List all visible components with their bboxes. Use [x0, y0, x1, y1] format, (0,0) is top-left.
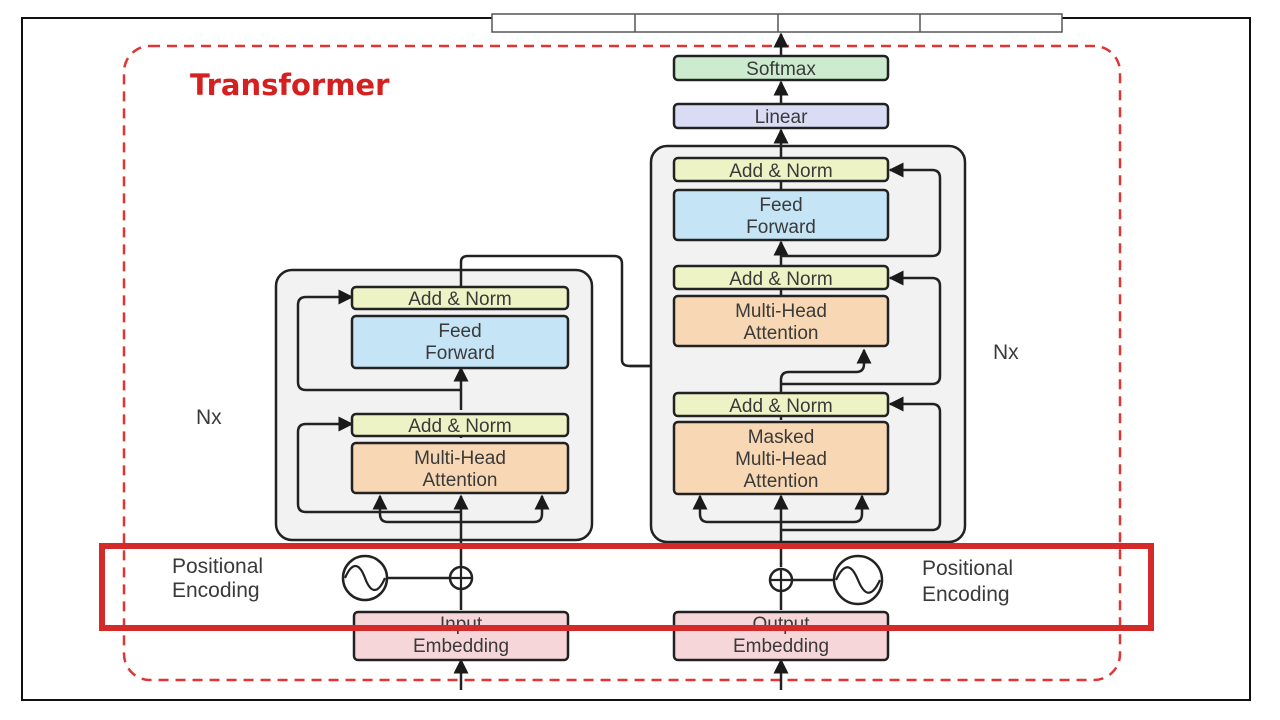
image-frame — [21, 17, 1251, 701]
encoder-repeat-label: Nx — [196, 406, 222, 429]
svg-text:Feed: Feed — [438, 321, 481, 342]
encoder-positional-encoding: Positional Encoding — [172, 554, 474, 602]
svg-text:Forward: Forward — [746, 217, 816, 238]
svg-text:Positional: Positional — [172, 555, 263, 578]
svg-text:Embedding: Embedding — [733, 636, 829, 657]
decoder-add-norm-top: Add & Norm — [672, 156, 890, 183]
svg-text:Feed: Feed — [759, 195, 802, 216]
svg-text:Embedding: Embedding — [413, 636, 509, 657]
svg-text:Linear: Linear — [755, 107, 808, 128]
svg-text:Attention: Attention — [744, 323, 819, 344]
svg-text:Encoding: Encoding — [172, 579, 260, 602]
decoder-feed-forward: Feed Forward — [672, 188, 890, 242]
svg-text:Attention: Attention — [423, 470, 498, 491]
svg-text:Masked: Masked — [748, 427, 815, 448]
decoder-repeat-label: Nx — [993, 341, 1019, 364]
decoder-add-norm-bottom: Add & Norm — [672, 391, 890, 418]
output-embedding: Output Embedding — [672, 610, 890, 662]
svg-text:Add & Norm: Add & Norm — [729, 396, 832, 417]
positional-encoding-highlight — [99, 543, 1154, 631]
decoder-add-norm-mid: Add & Norm — [672, 264, 890, 291]
encoder-feed-forward: Feed Forward — [350, 314, 570, 370]
svg-text:Attention: Attention — [744, 471, 819, 492]
input-embedding: Input Embedding — [352, 610, 570, 662]
output-probabilities-strip — [491, 13, 1063, 33]
svg-text:Multi-Head: Multi-Head — [735, 301, 827, 322]
svg-text:Add & Norm: Add & Norm — [408, 416, 511, 437]
svg-text:Add & Norm: Add & Norm — [729, 161, 832, 182]
diagram-title: Transformer — [190, 68, 390, 102]
svg-text:Forward: Forward — [425, 343, 495, 364]
decoder-positional-encoding: Positional Encoding — [768, 554, 1013, 606]
decoder-masked-multi-head-attention: Masked Multi-Head Attention — [672, 420, 890, 496]
encoder-add-norm-top: Add & Norm — [350, 285, 570, 311]
svg-text:Softmax: Softmax — [746, 59, 816, 80]
svg-text:Positional: Positional — [922, 557, 1013, 580]
svg-text:Add & Norm: Add & Norm — [408, 289, 511, 310]
decoder-softmax: Softmax — [672, 54, 890, 82]
transformer-dashed-border — [122, 44, 1122, 682]
svg-text:Multi-Head: Multi-Head — [735, 449, 827, 470]
svg-text:Encoding: Encoding — [922, 583, 1010, 606]
decoder-linear: Linear — [672, 102, 890, 130]
svg-text:Multi-Head: Multi-Head — [414, 448, 506, 469]
svg-text:Input: Input — [440, 614, 483, 635]
svg-text:Output: Output — [752, 614, 810, 635]
encoder-add-norm-bottom: Add & Norm — [350, 412, 570, 438]
svg-text:Add & Norm: Add & Norm — [729, 269, 832, 290]
decoder-multi-head-attention: Multi-Head Attention — [672, 294, 890, 348]
encoder-multi-head-attention: Multi-Head Attention — [350, 441, 570, 495]
encoder-stack — [274, 268, 594, 542]
